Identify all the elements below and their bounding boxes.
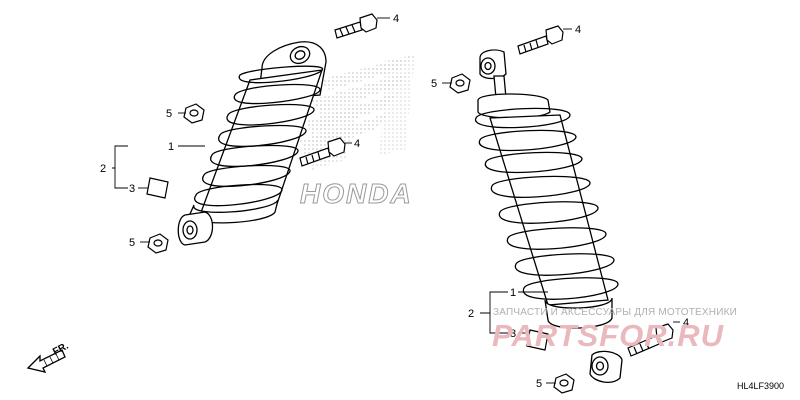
- callout-left-label: 3: [129, 183, 135, 195]
- watermark-logo: PARTSFOR.RU: [492, 318, 725, 353]
- callout-right-assembly: 2: [468, 308, 474, 320]
- left-shock-absorber[interactable]: [177, 41, 327, 246]
- callout-left-nut-bottom: 5: [129, 237, 135, 249]
- left-callouts: 4 5 1 4 2 3 5: [100, 13, 399, 249]
- right-top-bolt[interactable]: [517, 25, 564, 55]
- callout-left-bolt-top: 4: [393, 13, 399, 25]
- left-top-bolt[interactable]: [334, 13, 378, 39]
- left-label-sticker[interactable]: [146, 177, 169, 199]
- honda-logo-text: HONDA: [300, 178, 413, 209]
- leader-lines: [112, 17, 680, 384]
- left-mid-bolt[interactable]: [299, 137, 346, 167]
- right-bottom-bolt[interactable]: [627, 323, 674, 357]
- left-top-nut[interactable]: [183, 103, 205, 124]
- front-direction-label: FR.: [51, 341, 71, 358]
- right-callouts: 4 5 1 2 4 3 5: [431, 24, 689, 390]
- callout-right-label: 3: [510, 328, 516, 340]
- left-bottom-nut[interactable]: [147, 233, 169, 254]
- right-shock-absorber[interactable]: [475, 49, 623, 384]
- right-bottom-nut[interactable]: [553, 373, 575, 394]
- right-top-nut[interactable]: [449, 73, 471, 94]
- callout-right-shock: 1: [510, 287, 516, 299]
- callout-left-shock: 1: [168, 141, 174, 153]
- callout-left-nut-top: 5: [166, 108, 172, 120]
- diagram-code: HL4LF3900: [736, 381, 784, 391]
- front-direction-arrow: FR.: [26, 341, 71, 373]
- callout-right-nut-bottom: 5: [536, 378, 542, 390]
- watermark-tagline: ЗАПЧАСТИ И АКСЕССУАРЫ ДЛЯ МОТОТЕХНИКИ: [493, 307, 738, 318]
- callout-right-bolt-top: 4: [575, 24, 581, 36]
- callout-right-nut-top: 5: [431, 78, 437, 90]
- callout-left-assembly: 2: [100, 163, 106, 175]
- callout-left-bolt-mid: 4: [354, 138, 360, 150]
- right-label-sticker[interactable]: [526, 329, 549, 351]
- callout-right-bolt-bottom: 4: [683, 317, 689, 329]
